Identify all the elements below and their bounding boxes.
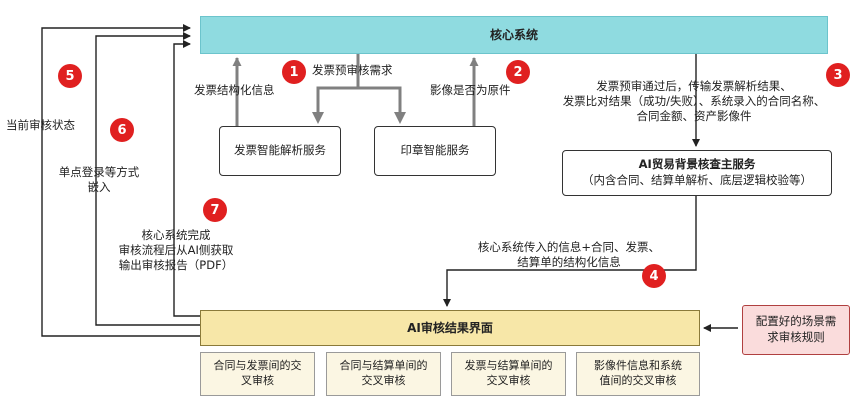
check-line-2: 值间的交叉审核 (599, 374, 677, 387)
label-sso: 单点登录等方式 嵌入 (54, 165, 144, 195)
rules-line-1: 配置好的场景需 (755, 314, 837, 329)
label-invoice-precheck: 发票预审核需求 (312, 63, 393, 77)
invoice-service-label: 发票智能解析服务 (234, 143, 326, 158)
step-badge-1: 1 (282, 60, 306, 84)
result-ui-label: AI审核结果界面 (407, 320, 493, 335)
result-ui-box: AI审核结果界面 (200, 310, 700, 346)
step-badge-5: 5 (58, 64, 82, 88)
label-image-original: 影像是否为原件 (430, 83, 511, 97)
label-flow-3: 发票预审通过后，传输发票解析结果、 发票比对结果（成功/失败）、系统录入的合同名… (548, 79, 840, 124)
label-current-status: 当前审核状态 (6, 118, 75, 132)
check-line-1: 合同与结算单间的 (339, 359, 428, 373)
check-line-2: 交叉审核 (361, 374, 406, 387)
check-line-2: 交叉审核 (486, 374, 531, 387)
step-badge-6: 6 (110, 118, 134, 142)
invoice-service-box: 发票智能解析服务 (219, 126, 341, 176)
arrow-sso-embed (95, 32, 200, 326)
trade-service-subtitle: （内含合同、结算单解析、底层逻辑校验等） (582, 173, 812, 187)
step-badge-4: 4 (642, 264, 666, 288)
label-flow-3-line-2: 发票比对结果（成功/失败）、系统录入的合同名称、 (562, 93, 826, 108)
check-line-1: 合同与发票间的交 (213, 359, 302, 373)
step-badge-2: 2 (506, 60, 530, 84)
check-line-1: 发票与结算单间的 (464, 359, 553, 373)
check-image-system: 影像件信息和系统 值间的交叉审核 (576, 352, 700, 396)
check-contract-settlement: 合同与结算单间的 交叉审核 (326, 352, 441, 396)
rules-box: 配置好的场景需 求审核规则 (742, 305, 850, 355)
rules-line-2: 求审核规则 (767, 330, 825, 344)
trade-service-box: AI贸易背景核查主服务 （内含合同、结算单解析、底层逻辑校验等） (562, 150, 832, 196)
arrow-status-to-core (41, 24, 200, 337)
step-badge-7: 7 (203, 198, 227, 222)
label-flow-3-line-1: 发票预审通过后，传输发票解析结果、 (596, 79, 792, 93)
seal-service-box: 印章智能服务 (374, 126, 496, 176)
seal-service-label: 印章智能服务 (400, 143, 470, 158)
label-flow-7: 核心系统完成 审核流程后从AI侧获取 输出审核报告（PDF） (106, 228, 246, 273)
label-flow-7-line-1: 核心系统完成 (141, 228, 211, 242)
arrow-precheck-split (316, 52, 402, 118)
check-line-2: 叉审核 (241, 374, 274, 387)
check-line-1: 影像件信息和系统 (594, 359, 682, 373)
arrow-trade-to-result (443, 196, 697, 307)
label-flow-4-line-1: 核心系统传入的信息+合同、发票、 (477, 240, 661, 254)
label-flow-3-line-3: 合同金额、资产影像件 (636, 108, 752, 123)
label-flow-7-line-2: 审核流程后从AI侧获取 (118, 242, 234, 257)
core-system-box: 核心系统 (200, 16, 828, 54)
trade-service-title: AI贸易背景核查主服务 (638, 157, 756, 172)
check-contract-invoice: 合同与发票间的交 叉审核 (200, 352, 315, 396)
arrow-report-to-core (173, 40, 200, 317)
label-flow-4-line-2: 结算单的结构化信息 (517, 254, 621, 269)
step-badge-3: 3 (826, 63, 850, 87)
core-system-label: 核心系统 (489, 27, 538, 42)
label-sso-line-1: 单点登录等方式 (58, 165, 140, 179)
label-flow-4: 核心系统传入的信息+合同、发票、 结算单的结构化信息 (464, 240, 674, 270)
label-flow-7-line-3: 输出审核报告（PDF） (118, 257, 234, 272)
label-invoice-structured: 发票结构化信息 (194, 83, 275, 97)
label-sso-line-2: 嵌入 (87, 179, 111, 194)
check-invoice-settlement: 发票与结算单间的 交叉审核 (451, 352, 566, 396)
